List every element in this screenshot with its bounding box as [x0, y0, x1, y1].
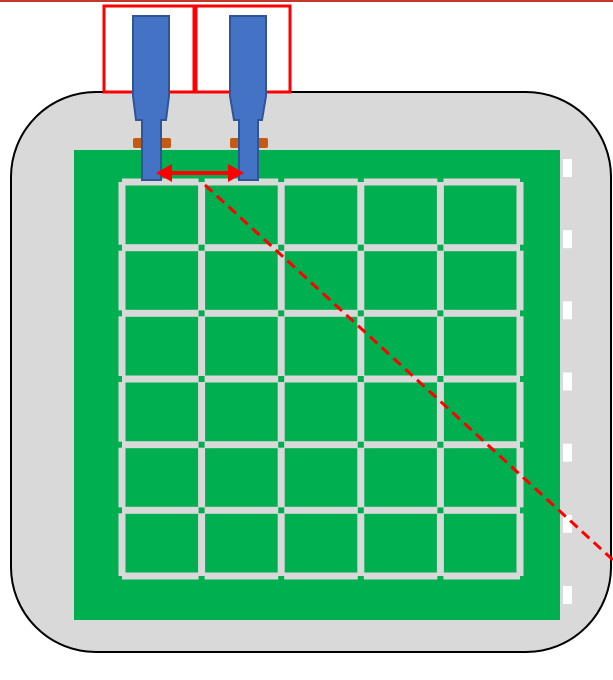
- slot-vertical: [436, 447, 444, 508]
- slot-vertical: [118, 447, 126, 508]
- slot-horizontal: [122, 506, 199, 514]
- slot-vertical: [277, 447, 285, 508]
- probe-assembly: [102, 4, 292, 181]
- slot-horizontal: [443, 572, 520, 580]
- diagonal-dashed-line: [203, 183, 613, 562]
- slot-vertical: [118, 382, 126, 442]
- slot-vertical: [357, 182, 365, 245]
- slot-horizontal: [443, 309, 520, 317]
- slot-horizontal: [122, 244, 199, 252]
- slot-horizontal: [284, 441, 358, 449]
- slot-vertical: [436, 250, 444, 311]
- slot-vertical: [118, 316, 126, 376]
- slot-horizontal: [443, 178, 520, 186]
- slot-horizontal: [443, 441, 520, 449]
- slot-vertical: [357, 250, 365, 311]
- edge-mark: [563, 230, 572, 249]
- slot-horizontal: [284, 572, 358, 580]
- slot-horizontal: [284, 506, 358, 514]
- slot-horizontal: [284, 309, 358, 317]
- slot-horizontal: [122, 178, 199, 186]
- slot-vertical: [516, 447, 524, 508]
- slot-vertical: [277, 316, 285, 376]
- measurement-arrowhead-right: [228, 164, 244, 182]
- slot-vertical: [198, 182, 206, 245]
- spacing-measurement-arrow: [156, 164, 244, 182]
- slot-horizontal: [204, 375, 279, 383]
- slot-vertical: [357, 513, 365, 576]
- slot-vertical: [198, 382, 206, 442]
- slot-horizontal: [443, 244, 520, 252]
- slot-horizontal: [204, 441, 279, 449]
- slot-horizontal: [363, 506, 438, 514]
- edge-mark: [563, 159, 572, 177]
- probe-left: [132, 15, 170, 181]
- slot-vertical: [516, 316, 524, 376]
- green-grid-board: [74, 150, 560, 620]
- slot-horizontal: [204, 309, 279, 317]
- slot-vertical: [118, 250, 126, 311]
- slot-horizontal: [284, 178, 358, 186]
- slot-horizontal: [122, 441, 199, 449]
- measurement-arrowhead-left: [156, 164, 172, 182]
- edge-mark: [563, 301, 572, 320]
- slot-horizontal: [284, 244, 358, 252]
- slot-horizontal: [363, 375, 438, 383]
- slot-horizontal: [122, 309, 199, 317]
- slot-horizontal: [204, 506, 279, 514]
- slot-vertical: [118, 513, 126, 576]
- slot-horizontal: [443, 375, 520, 383]
- slot-vertical: [357, 382, 365, 442]
- slot-horizontal: [204, 244, 279, 252]
- probe-right: [229, 15, 267, 181]
- slot-vertical: [198, 316, 206, 376]
- edge-mark: [563, 586, 572, 604]
- edge-mark: [563, 372, 572, 391]
- slot-vertical: [436, 382, 444, 442]
- slot-horizontal: [204, 572, 279, 580]
- right-edge-marks: [563, 159, 572, 604]
- slot-horizontal: [443, 506, 520, 514]
- slot-layer: [118, 178, 524, 580]
- slot-vertical: [516, 182, 524, 245]
- slot-horizontal: [363, 572, 438, 580]
- slot-vertical: [516, 382, 524, 442]
- slot-vertical: [436, 316, 444, 376]
- slot-vertical: [436, 182, 444, 245]
- slot-horizontal: [363, 441, 438, 449]
- slot-vertical: [198, 250, 206, 311]
- slot-vertical: [277, 513, 285, 576]
- slot-vertical: [198, 513, 206, 576]
- slot-vertical: [277, 250, 285, 311]
- slot-vertical: [277, 382, 285, 442]
- slot-vertical: [357, 316, 365, 376]
- slot-horizontal: [284, 375, 358, 383]
- slot-horizontal: [204, 178, 279, 186]
- slot-vertical: [118, 182, 126, 245]
- slot-vertical: [516, 513, 524, 576]
- edge-mark: [563, 514, 572, 533]
- edge-mark: [563, 443, 572, 462]
- slot-vertical: [436, 513, 444, 576]
- slot-vertical: [357, 447, 365, 508]
- slot-horizontal: [122, 375, 199, 383]
- slot-vertical: [277, 182, 285, 245]
- slot-horizontal: [363, 178, 438, 186]
- slot-horizontal: [363, 244, 438, 252]
- slot-vertical: [198, 447, 206, 508]
- slot-vertical: [516, 250, 524, 311]
- slot-horizontal: [363, 309, 438, 317]
- slot-horizontal: [122, 572, 199, 580]
